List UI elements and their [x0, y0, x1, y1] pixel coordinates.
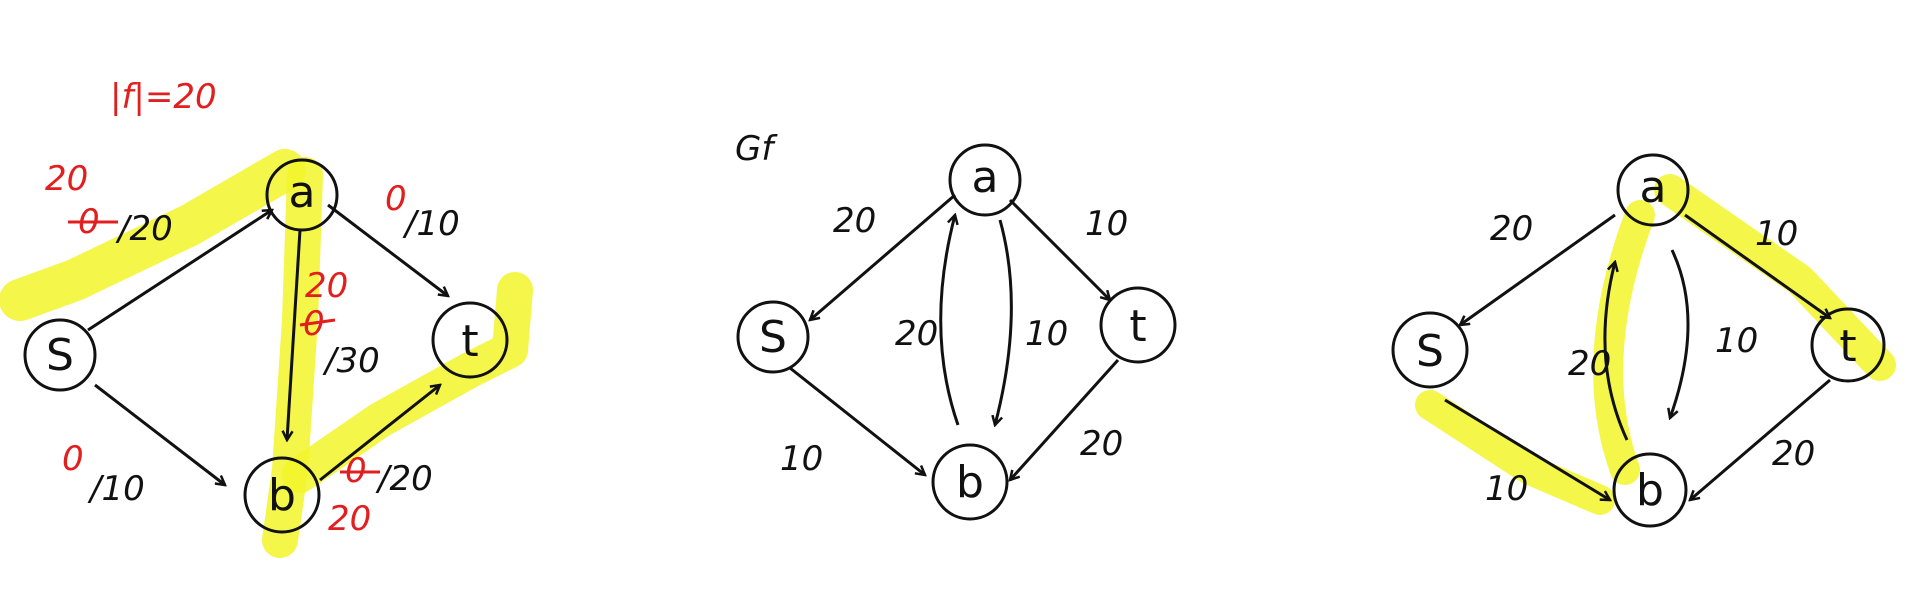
residual-node-s-label: S [759, 312, 787, 363]
flow-network-graph: S a b t |f|=20 20 0 /20 0 /10 20 0 /30 0… [0, 77, 533, 558]
edge-b-t-new-flow: 20 [328, 499, 371, 539]
flow-value-label: |f|=20 [110, 77, 217, 117]
path-node-a: a [1616, 153, 1690, 227]
path-edge-b-to-a [1603, 262, 1629, 441]
path-edge-a-to-t [1684, 213, 1830, 318]
highlight-path-b-t [282, 272, 533, 493]
highlight-path-a-t [1654, 174, 1896, 381]
residual-edge-a-s-label: 20 [833, 201, 876, 241]
path-node-b: b [1612, 452, 1688, 528]
residual-node-s: S [736, 300, 810, 374]
strike-a-b [299, 318, 336, 327]
path-node-s-label: S [1416, 326, 1444, 377]
path-edge-a-to-b [1670, 249, 1690, 418]
residual-edge-a-to-s [810, 193, 956, 320]
edge-s-b-capacity: /10 [87, 469, 145, 509]
augmenting-path-graph: S a b t 20 10 20 10 10 20 [1391, 153, 1896, 528]
highlight-path-a-b [262, 157, 323, 558]
node-s: S [23, 318, 97, 392]
residual-node-b: b [931, 443, 1009, 521]
node-b: b [243, 456, 321, 534]
edge-b-t-capacity: /20 [375, 459, 433, 499]
edge-s-b-flow: 0 [62, 439, 84, 479]
node-a-label: a [289, 167, 316, 218]
edge-a-b-capacity: /30 [322, 341, 380, 381]
node-t-label: t [461, 316, 478, 367]
path-node-a-label: a [1640, 162, 1667, 213]
highlight-path-b-a [1593, 200, 1655, 485]
edge-a-b-new-flow: 20 [305, 266, 348, 306]
edge-s-to-a [87, 210, 272, 332]
residual-edge-a-to-b [995, 219, 1013, 425]
highlight-path-s-a [0, 149, 306, 321]
edge-s-a-capacity: /20 [115, 209, 173, 249]
path-edge-t-to-b [1690, 378, 1831, 500]
edge-a-t-capacity: /10 [402, 204, 460, 244]
residual-node-b-label: b [956, 457, 984, 508]
node-s-label: S [46, 330, 74, 381]
highlight-path-s-b [1415, 390, 1615, 515]
path-edge-a-b-label: 10 [1715, 321, 1758, 361]
residual-edge-t-b-label: 20 [1080, 424, 1123, 464]
path-edge-a-t-label: 10 [1755, 214, 1798, 254]
edge-b-to-t [319, 385, 440, 482]
residual-edge-s-to-b [789, 366, 925, 475]
edge-s-a-new-flow: 20 [45, 159, 88, 199]
node-b-label: b [268, 470, 296, 521]
residual-edge-b-to-a [939, 215, 960, 426]
residual-graph-label: Gf [735, 129, 778, 169]
path-edge-a-s-label: 20 [1490, 209, 1533, 249]
residual-edge-s-b-label: 10 [780, 439, 823, 479]
node-t: t [431, 301, 509, 379]
residual-edge-a-to-t [1008, 198, 1110, 300]
residual-node-a: a [948, 143, 1022, 217]
path-edge-s-b-label: 10 [1485, 469, 1528, 509]
path-node-t: t [1810, 307, 1886, 383]
edge-s-to-b [94, 383, 225, 485]
path-edge-s-to-b [1444, 398, 1610, 500]
residual-edge-b-a-label: 20 [895, 314, 938, 354]
edge-a-to-t [327, 203, 448, 296]
residual-node-a-label: a [972, 152, 999, 203]
node-a: a [265, 158, 339, 232]
path-node-s: S [1391, 311, 1469, 389]
residual-graph: Gf S a b t 20 10 20 10 10 20 [735, 129, 1177, 521]
edge-a-t-flow: 0 [385, 179, 407, 219]
edge-a-to-b [287, 229, 302, 440]
residual-edge-a-t-label: 10 [1085, 204, 1128, 244]
path-node-b-label: b [1636, 465, 1664, 516]
residual-edge-a-b-label: 10 [1025, 314, 1068, 354]
residual-edge-t-to-b [1010, 358, 1120, 480]
path-node-t-label: t [1839, 321, 1856, 372]
path-edge-a-to-s [1460, 213, 1616, 325]
path-edge-t-b-label: 20 [1772, 434, 1815, 474]
path-edge-b-a-label: 20 [1568, 344, 1611, 384]
residual-node-t-label: t [1129, 301, 1146, 352]
residual-node-t: t [1099, 286, 1177, 364]
